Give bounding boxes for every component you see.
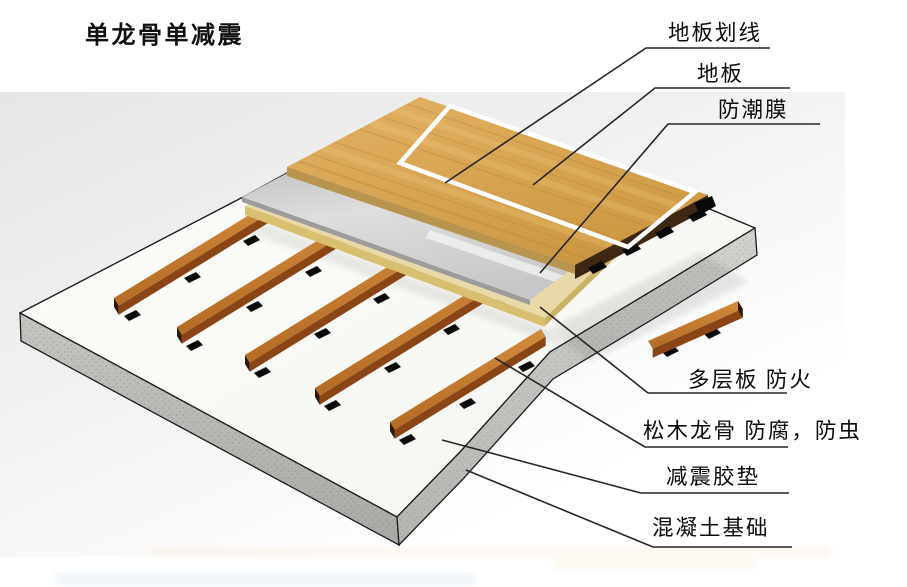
- label-moisture-membrane: 防潮膜: [718, 98, 789, 122]
- keel: [390, 329, 546, 439]
- court-lines: [396, 103, 700, 250]
- floor-panel: [287, 97, 716, 279]
- leader-moisture-membrane: [539, 123, 820, 274]
- leader-lines: [441, 47, 820, 548]
- label-floorboard: 地板: [697, 62, 744, 86]
- leader-pine-keel: [494, 357, 788, 448]
- scan-artifacts: [55, 547, 830, 585]
- diagram-title: 单龙骨单减震: [85, 22, 244, 49]
- leader-floorboard: [532, 87, 790, 186]
- label-floor-marking-line: 地板划线: [668, 21, 762, 45]
- concrete-slab-front-texture: [20, 313, 399, 545]
- keel-fragment: [648, 301, 743, 358]
- leader-floor-marking-line: [444, 47, 770, 184]
- leader-multilayer-board: [539, 306, 787, 394]
- edge-pad-blocks: [588, 196, 716, 274]
- rubber-pads: [124, 235, 721, 445]
- label-multilayer-board: 多层板 防火: [688, 368, 813, 392]
- leader-shock-pad: [441, 439, 789, 494]
- label-concrete-foundation: 混凝土基础: [652, 516, 770, 540]
- floor-panel-left-edge: [287, 167, 575, 274]
- keel: [114, 193, 290, 315]
- leader-concrete-foundation: [465, 469, 792, 548]
- label-pine-keel: 松木龙骨 防腐，防虫: [643, 419, 862, 443]
- callout-labels: 地板划线 地板 防潮膜 多层板 防火 松木龙骨 防腐，防虫 减震胶垫 混凝土基础: [643, 21, 862, 540]
- label-shock-pad: 减震胶垫: [666, 465, 760, 489]
